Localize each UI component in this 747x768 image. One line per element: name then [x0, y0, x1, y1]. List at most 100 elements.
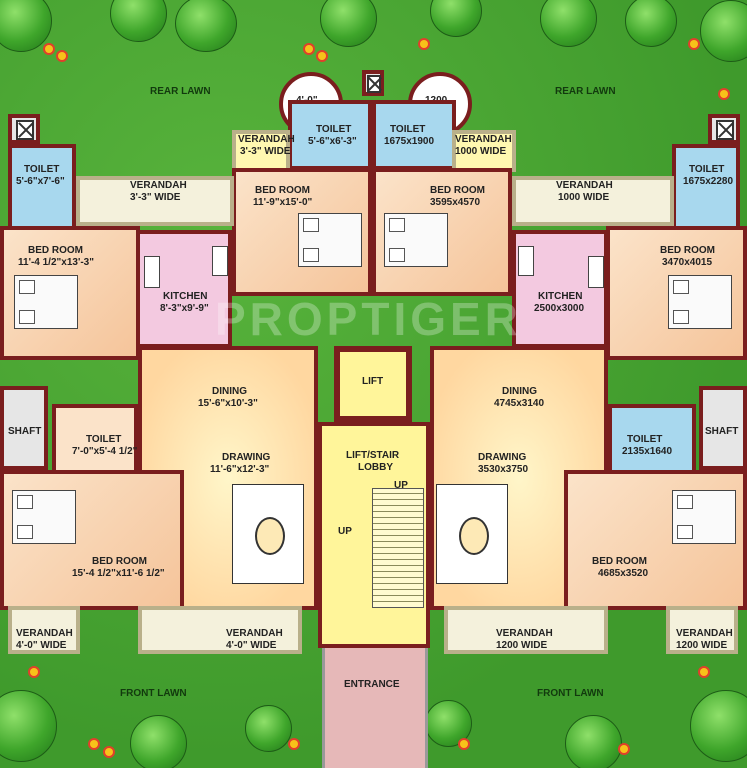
shrub	[110, 0, 167, 42]
verandah-bcl-size: 4'-0" WIDE	[226, 640, 277, 651]
toilet-cr-size: 1675x1900	[384, 136, 435, 147]
shrub	[690, 690, 747, 762]
bedroom-top-right	[606, 226, 747, 360]
toilet-top-right	[672, 144, 740, 230]
lobby-sub: LOBBY	[358, 462, 393, 473]
shrub	[565, 715, 622, 768]
bed-bl-name: BED ROOM	[92, 556, 147, 567]
drawing-r-size: 3530x3750	[478, 464, 529, 475]
flower	[305, 45, 313, 53]
sofa-set-icon	[436, 484, 508, 584]
flower	[290, 740, 298, 748]
verandah-bl-size: 4'-0" WIDE	[16, 640, 67, 651]
sofa-set-icon	[232, 484, 304, 584]
staircase	[372, 488, 424, 608]
flower	[58, 52, 66, 60]
lobby-name: LIFT/STAIR	[346, 450, 400, 461]
flower	[620, 745, 628, 753]
verandah-tr-size: 1000 WIDE	[558, 192, 610, 203]
toilet-cr-name: TOILET	[390, 124, 426, 135]
bed-icon	[672, 490, 736, 544]
toilet-tr-size: 1675x2280	[683, 176, 734, 187]
toilet-center-right	[372, 100, 456, 170]
stair-up-2: UP	[338, 526, 352, 537]
kitchen-r-name: KITCHEN	[538, 291, 583, 302]
shrub	[320, 0, 377, 47]
shaft-right	[699, 386, 747, 470]
toilet-tl-name: TOILET	[24, 164, 60, 175]
dining-r-name: DINING	[502, 386, 537, 397]
drawing-l-name: DRAWING	[222, 452, 271, 463]
rear-lawn-right-label: REAR LAWN	[555, 86, 616, 97]
toilet-tl-size: 5'-6"x7'-6"	[16, 176, 65, 187]
bed-icon	[14, 275, 78, 329]
flower	[105, 748, 113, 756]
verandah-top-right	[512, 176, 674, 226]
shaft-left	[0, 386, 48, 470]
verandah-bl-name: VERANDAH	[16, 628, 73, 639]
toilet-tr-name: TOILET	[689, 164, 725, 175]
verandah-tr-name: VERANDAH	[556, 180, 613, 191]
shrub	[430, 0, 482, 37]
dining-l-name: DINING	[212, 386, 247, 397]
verandah-bcr-size: 1200 WIDE	[496, 640, 548, 651]
verandah-tl-name: VERANDAH	[130, 180, 187, 191]
rear-lawn-left-label: REAR LAWN	[150, 86, 211, 97]
bed-cl-size: 11'-9"x15'-0"	[253, 197, 313, 208]
bed-icon	[668, 275, 732, 329]
shrub	[700, 0, 747, 62]
bed-icon	[12, 490, 76, 544]
kitchen-r-size: 2500x3000	[534, 303, 585, 314]
stair-up-1: UP	[394, 480, 408, 491]
bed-br-name: BED ROOM	[592, 556, 647, 567]
flower	[720, 90, 728, 98]
flower	[690, 40, 698, 48]
stove-icon	[144, 256, 160, 288]
shrub	[130, 715, 187, 768]
duct-center-icon	[367, 75, 381, 93]
entrance-label: ENTRANCE	[344, 679, 400, 690]
dining-r-size: 4745x3140	[494, 398, 545, 409]
sink-icon	[212, 246, 228, 276]
flower	[420, 40, 428, 48]
shrub	[0, 0, 52, 52]
bed-icon	[384, 213, 448, 267]
verandah-br-size: 1200 WIDE	[676, 640, 728, 651]
bed-cl-name: BED ROOM	[255, 185, 310, 196]
watermark: PROPTIGER	[215, 293, 522, 345]
flower	[460, 740, 468, 748]
toilet-top-left	[8, 144, 76, 230]
bed-tl-size: 11'-4 1/2"x13'-3"	[18, 257, 94, 268]
lift-label: LIFT	[362, 376, 384, 387]
verandah-br-name: VERANDAH	[676, 628, 733, 639]
verandah-bcr-name: VERANDAH	[496, 628, 553, 639]
verandah-cl-size: 3'-3" WIDE	[240, 146, 291, 157]
verandah-bcl-name: VERANDAH	[226, 628, 283, 639]
kitchen-l-name: KITCHEN	[163, 291, 208, 302]
bed-br-size: 4685x3520	[598, 568, 649, 579]
duct-top-right	[708, 114, 740, 144]
verandah-cr-name: VERANDAH	[455, 134, 512, 145]
shrub	[245, 705, 292, 752]
dining-l-size: 15'-6"x10'-3"	[198, 398, 258, 409]
toilet-cl-size: 5'-6"x6'-3"	[308, 136, 357, 147]
front-lawn-left-label: FRONT LAWN	[120, 688, 187, 699]
toilet-mid-left	[52, 404, 138, 474]
front-lawn-right-label: FRONT LAWN	[537, 688, 604, 699]
bed-cr-size: 3595x4570	[430, 197, 481, 208]
shrub	[0, 690, 57, 762]
bed-cr-name: BED ROOM	[430, 185, 485, 196]
verandah-top-left	[76, 176, 234, 226]
shaft-l-label: SHAFT	[8, 426, 42, 437]
toilet-ml-name: TOILET	[86, 434, 122, 445]
verandah-bottom-left	[8, 606, 80, 654]
shrub	[175, 0, 237, 52]
bed-bl-size: 15'-4 1/2"x11'-6 1/2"	[72, 568, 165, 579]
verandah-cl-name: VERANDAH	[238, 134, 295, 145]
toilet-cl-name: TOILET	[316, 124, 352, 135]
verandah-tl-size: 3'-3" WIDE	[130, 192, 181, 203]
shrub	[625, 0, 677, 47]
flower	[318, 52, 326, 60]
bed-tr-size: 3470x4015	[662, 257, 713, 268]
